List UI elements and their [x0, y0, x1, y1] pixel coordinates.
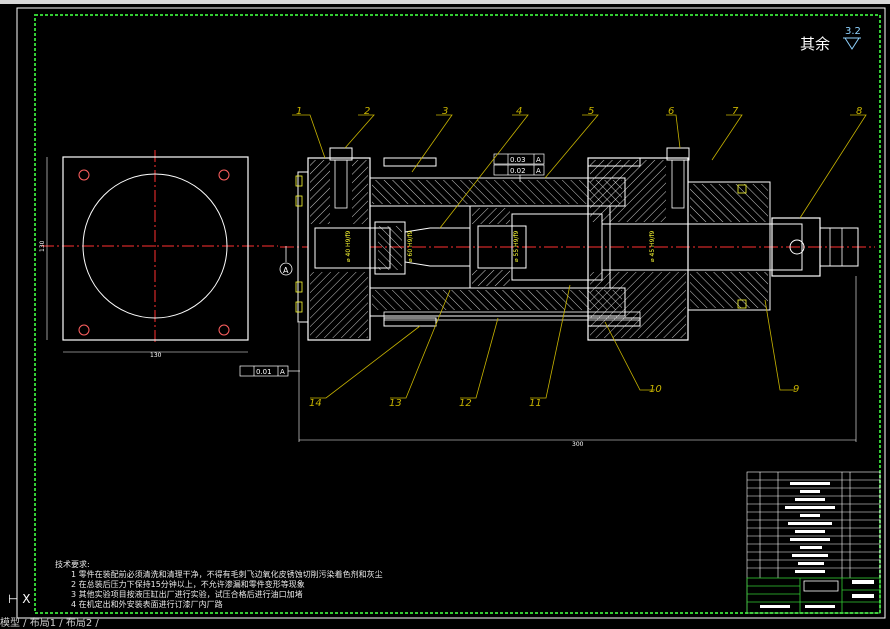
part-label-7: 7: [732, 106, 739, 117]
surface-roughness-label: 其余: [800, 35, 831, 53]
flange-height-dim: 130: [39, 240, 46, 252]
flange-width-dim: 130: [150, 352, 162, 359]
leader-lines: [292, 114, 867, 399]
tolerance-1-datum: A: [536, 156, 541, 164]
roughness-symbol: [843, 37, 861, 50]
datum-label: A: [283, 266, 289, 275]
svg-text:⌀ 45 H9/f9: ⌀ 45 H9/f9: [649, 230, 656, 262]
requirement-item: 2 在总装后压力下保持15分钟以上，不允许渗漏和零件变形等现象: [71, 580, 305, 589]
tolerance-3-value: 0.01: [256, 368, 272, 376]
datum-marker: [279, 246, 293, 276]
cylinder-section-view: ⌀ 40 H9/f9 ⌀ 60 H9/f9 ⌀ 55 H9/f9 ⌀ 45 H9…: [280, 147, 875, 442]
tolerance-2-datum: A: [536, 167, 541, 175]
window-top-edge: [0, 0, 890, 4]
requirement-item: 3 其他实验项目按液压缸出厂进行实验，试压合格后进行油口加堵: [71, 590, 303, 599]
title-block: [746, 471, 881, 614]
svg-text:⌀ 60 H9/f9: ⌀ 60 H9/f9: [407, 230, 414, 262]
part-label-1: 1: [296, 106, 302, 117]
requirement-item: 4 在机定出和外安装表面进行订漆厂内厂路: [71, 600, 223, 609]
svg-text:⌀ 40 H9/f9: ⌀ 40 H9/f9: [345, 230, 352, 262]
requirement-item: 1 零件在装配前必须清洗和清理干净，不得有毛刺飞边氧化皮锈蚀切削污染着色剂和灰尘: [71, 570, 383, 579]
part-label-3: 3: [442, 106, 448, 117]
tolerance-frame-2: [493, 164, 545, 182]
surface-roughness-value: 3.2: [845, 26, 861, 37]
svg-text:⌀ 55 H9/f9: ⌀ 55 H9/f9: [513, 230, 520, 262]
part-label-12: 12: [459, 398, 472, 409]
layout-tabs[interactable]: 模型 / 布局1 / 布局2 /: [0, 618, 99, 629]
part-label-5: 5: [588, 106, 594, 117]
part-label-6: 6: [668, 106, 674, 117]
tolerance-2-value: 0.02: [510, 167, 526, 175]
flange-side-view: [42, 150, 278, 353]
part-label-8: 8: [856, 106, 862, 117]
part-label-14: 14: [309, 398, 322, 409]
title-block-text-blocks: [760, 482, 874, 608]
overall-length-dim: 300: [572, 441, 584, 448]
tolerance-1-value: 0.03: [510, 156, 526, 164]
technical-requirements-title: 技术要求:: [55, 560, 90, 569]
part-label-10: 10: [649, 384, 662, 395]
tolerance-3-datum: A: [280, 368, 285, 376]
part-label-4: 4: [516, 106, 522, 117]
inner-drawing-frame: [34, 14, 881, 614]
part-label-11: 11: [529, 398, 542, 409]
technical-requirements: 技术要求: 1 零件在装配前必须清洗和清理干净，不得有毛刺飞边氧化皮锈蚀切削污染…: [55, 560, 383, 610]
part-label-2: 2: [364, 106, 370, 117]
title-block-lower: [746, 577, 881, 614]
ucs-icon: ⊢ X: [8, 592, 31, 606]
tolerance-frame-3: [239, 365, 300, 377]
part-label-13: 13: [389, 398, 402, 409]
outer-sheet-border: [16, 7, 886, 619]
part-label-9: 9: [793, 384, 799, 395]
